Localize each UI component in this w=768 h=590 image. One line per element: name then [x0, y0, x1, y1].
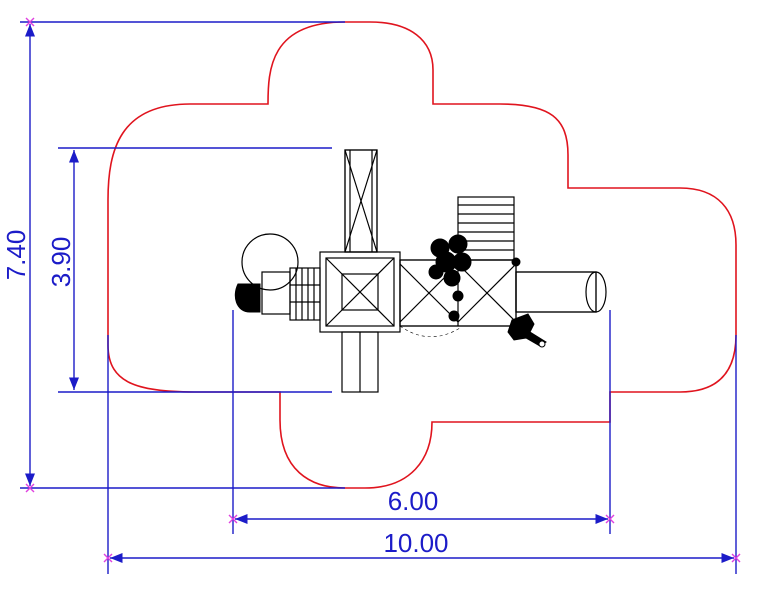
central-deck — [319, 251, 401, 333]
left-dome-slide — [234, 233, 321, 321]
safety-zone-outline — [107, 21, 737, 489]
bottom-grid-panel — [341, 331, 379, 393]
tube-slide — [515, 271, 607, 313]
overall-height-label: 7.40 — [1, 230, 31, 281]
structure-width-label: 6.00 — [388, 486, 439, 516]
overall-width-dimension: 10.00 — [103, 335, 741, 574]
overall-height-dimension: 7.40 — [1, 17, 345, 493]
overall-width-label: 10.00 — [383, 528, 448, 558]
top-ladder — [344, 149, 378, 253]
climbing-holds — [428, 234, 521, 322]
upper-right-ladder — [457, 196, 515, 261]
small-rocker — [507, 313, 547, 348]
play-structure — [234, 149, 607, 393]
structure-height-dimension: 3.90 — [46, 147, 332, 393]
structure-height-label: 3.90 — [46, 237, 76, 288]
structure-width-dimension: 6.00 — [228, 310, 615, 534]
